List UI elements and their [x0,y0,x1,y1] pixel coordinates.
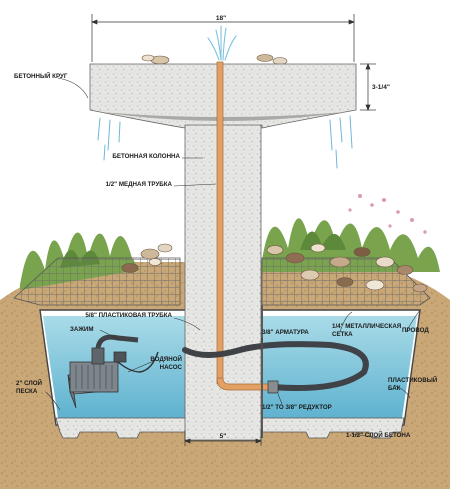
label-clamp: ЗАЖИМ [70,326,94,333]
dimension-column-width: 5" [219,433,227,440]
label-rebar: 3/8" АРМАТУРА [262,329,309,336]
label-plastic-tube: 5/8" ПЛАСТИКОВАЯ ТРУБКА [85,312,172,319]
label-copper-pipe: 1/2" МЕДНАЯ ТРУБКА [105,181,172,188]
water-drips [97,115,353,169]
flowers [348,194,427,234]
dimension-top-width: 18" [215,15,227,22]
reducer [267,380,279,394]
fountain-spray [207,25,237,61]
metal-mesh-left [13,257,181,306]
label-concrete-circle: БЕТОННЫЙ КРУГ [14,73,68,80]
plastic-tube [182,341,369,391]
label-reducer: 1/2" TO 3/8" РЕДУКТОР [262,404,332,411]
leader-lines [45,77,421,439]
dimension-circle-thickness: 3-1/4" [372,84,390,91]
river-stones [121,54,428,293]
label-wire: ПРОВОД [402,327,429,334]
concrete-circle-underside [100,112,346,121]
label-concrete-layer: 1-1/2" СЛОЙ БЕТОНА [346,432,411,439]
label-concrete-column: БЕТОННАЯ КОЛОННА [112,153,180,160]
dimension-lines [91,14,376,446]
